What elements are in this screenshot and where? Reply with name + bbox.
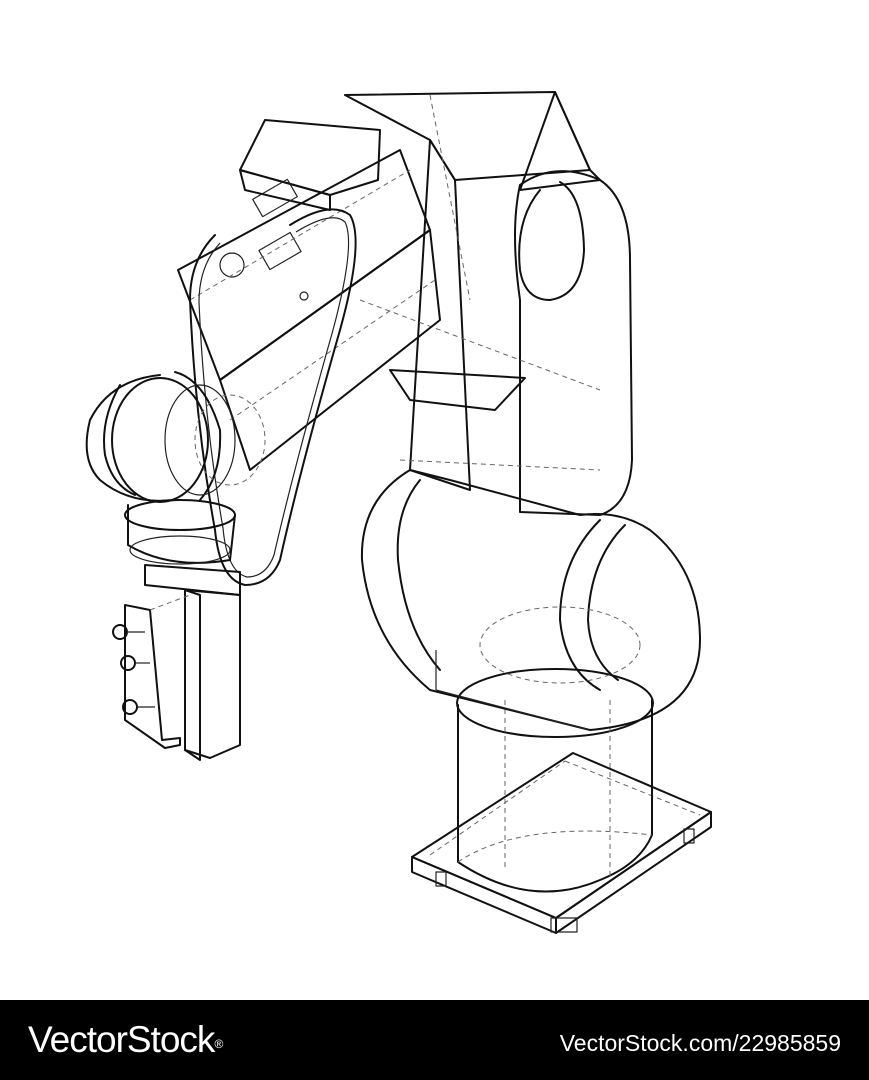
robot-arm-wireframe-illustration bbox=[85, 91, 712, 934]
watermark-footer: VectorStock® VectorStock.com/22985859 bbox=[0, 1000, 869, 1080]
base-cylinder bbox=[456, 668, 654, 893]
vectorstock-logo: VectorStock® bbox=[28, 1018, 223, 1062]
cable-loop bbox=[189, 208, 357, 586]
lower-joint bbox=[360, 469, 701, 731]
base-plate bbox=[411, 752, 712, 934]
wrist-joint bbox=[85, 371, 266, 565]
forearm bbox=[177, 119, 441, 471]
brand-name: VectorStock bbox=[28, 1019, 215, 1060]
robot-arm-wireframe-icon bbox=[85, 91, 712, 934]
upper-arm bbox=[344, 91, 633, 516]
registered-mark: ® bbox=[214, 1037, 223, 1051]
gripper bbox=[112, 564, 241, 761]
stock-image-id: VectorStock.com/22985859 bbox=[559, 1030, 841, 1056]
